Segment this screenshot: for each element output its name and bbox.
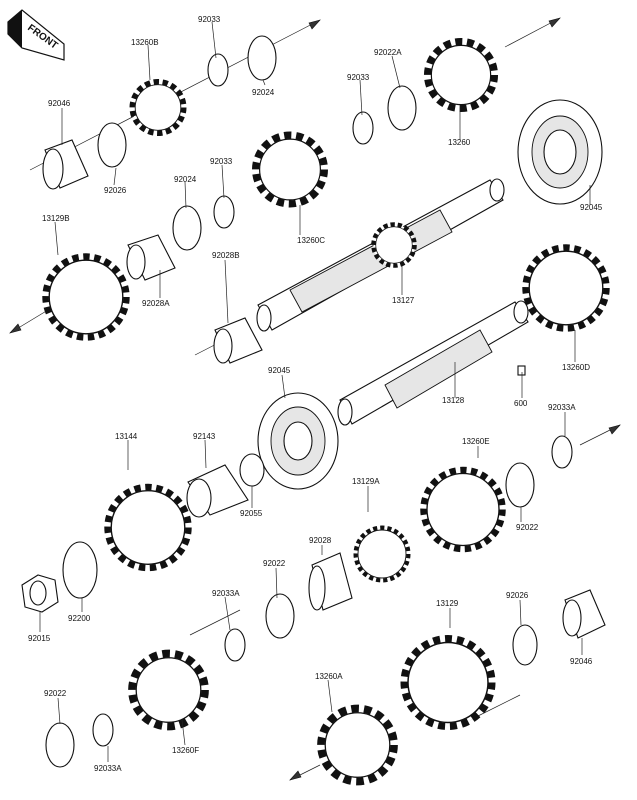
label-92022A: 92022A [374,48,402,57]
gear-13260D [526,248,607,329]
circlip-92033-b [352,111,374,145]
label-92033A-a: 92033A [548,403,576,412]
gear-13260 [427,41,494,108]
label-13128: 13128 [442,396,465,405]
gear-13260B [132,82,184,134]
label-92028A: 92028A [142,299,170,308]
label-92033-a: 92033 [198,15,221,24]
label-92033A-c: 92033A [94,764,122,773]
label-13129A: 13129A [352,477,380,486]
bushing-92028 [308,552,353,611]
washer-92026-a [97,122,127,168]
washer-92022-c [45,722,75,768]
label-92028B: 92028B [212,251,240,260]
front-badge: FRONT [7,9,65,61]
label-92022-a: 92022 [516,523,539,532]
washer-92026-b [512,624,538,666]
label-13260C: 13260C [297,236,325,245]
label-13260F: 13260F [172,746,199,755]
gear-13260A [321,708,394,781]
circlip-92033A-c [92,713,114,747]
circlip-92033A-b [224,628,246,662]
circlip-92033-a [207,53,229,87]
label-92055: 92055 [240,509,263,518]
bearing-92045-upper [517,99,603,205]
gear-13127-small [373,224,414,265]
label-92026-a: 92026 [104,186,127,195]
circlip-92033-c [213,195,235,229]
label-92046-b: 92046 [570,657,593,666]
label-92143: 92143 [193,432,216,441]
collar-92143 [186,464,249,518]
bushing-92028A [126,234,176,281]
gear-13144-sprocket [108,487,189,568]
leader-lines [39,21,591,762]
label-92045-b: 92045 [268,366,291,375]
label-13129: 13129 [436,599,459,608]
label-92033-c: 92033 [210,157,233,166]
washer-92024-a [247,35,277,81]
lockwasher-92200 [62,541,98,599]
label-92015: 92015 [28,634,51,643]
label-13260E: 13260E [462,437,490,446]
collar-92046-upper [42,139,89,190]
label-92033-b: 92033 [347,73,370,82]
label-92026-b: 92026 [506,591,529,600]
label-600: 600 [514,399,528,408]
washer-92022A [387,85,417,131]
label-92024-a: 92024 [252,88,275,97]
nut-92015 [21,574,59,613]
label-92045-a: 92045 [580,203,603,212]
label-13260: 13260 [448,138,471,147]
alignment-lines [9,17,621,781]
part-labels: 13260B 92033 92024 92022A 92033 13260 92… [28,15,603,773]
gear-13129A [356,528,409,581]
label-13127: 13127 [392,296,415,305]
mainshaft-13128 [337,300,529,426]
label-13129B: 13129B [42,214,70,223]
bearing-92045-lower [257,392,339,490]
label-13260B: 13260B [131,38,159,47]
label-92022-c: 92022 [44,689,67,698]
gear-13260C [256,135,325,204]
label-92024-b: 92024 [174,175,197,184]
collar-92046-lower [562,589,606,639]
label-13260D: 13260D [562,363,590,372]
washer-92022-a [505,462,535,508]
washer-92022-b [265,593,295,639]
label-92046-a: 92046 [48,99,71,108]
label-92033A-b: 92033A [212,589,240,598]
label-92022-b: 92022 [263,559,286,568]
circlip-92033A-a [551,435,573,469]
gear-13129 [404,639,492,727]
gear-13260E [423,470,502,549]
washer-92024-b [172,205,202,251]
label-13144: 13144 [115,432,138,441]
label-92200: 92200 [68,614,91,623]
bushing-92028B [213,317,263,364]
pin-600 [517,365,526,376]
label-13260A: 13260A [315,672,343,681]
oring-92055 [239,453,265,487]
label-92028: 92028 [309,536,332,545]
gear-13260F [132,653,205,726]
gear-13129B [46,257,127,338]
